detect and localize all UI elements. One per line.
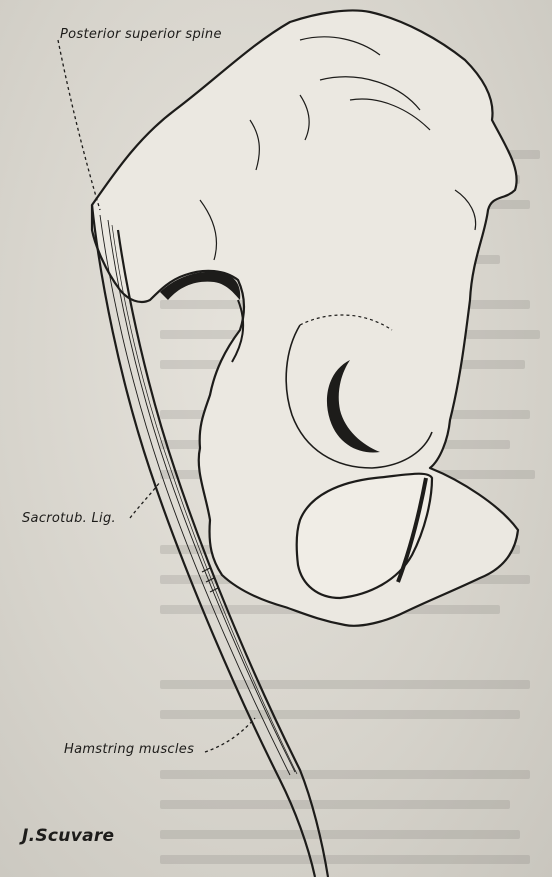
sacrotuberous-ligament-label: Sacrotub. Lig. [22, 511, 116, 526]
hamstring-muscles-label: Hamstring muscles [64, 742, 194, 757]
artist-signature: J.Scuvare [22, 826, 114, 846]
posterior-superior-spine-label: Posterior superior spine [60, 27, 222, 42]
